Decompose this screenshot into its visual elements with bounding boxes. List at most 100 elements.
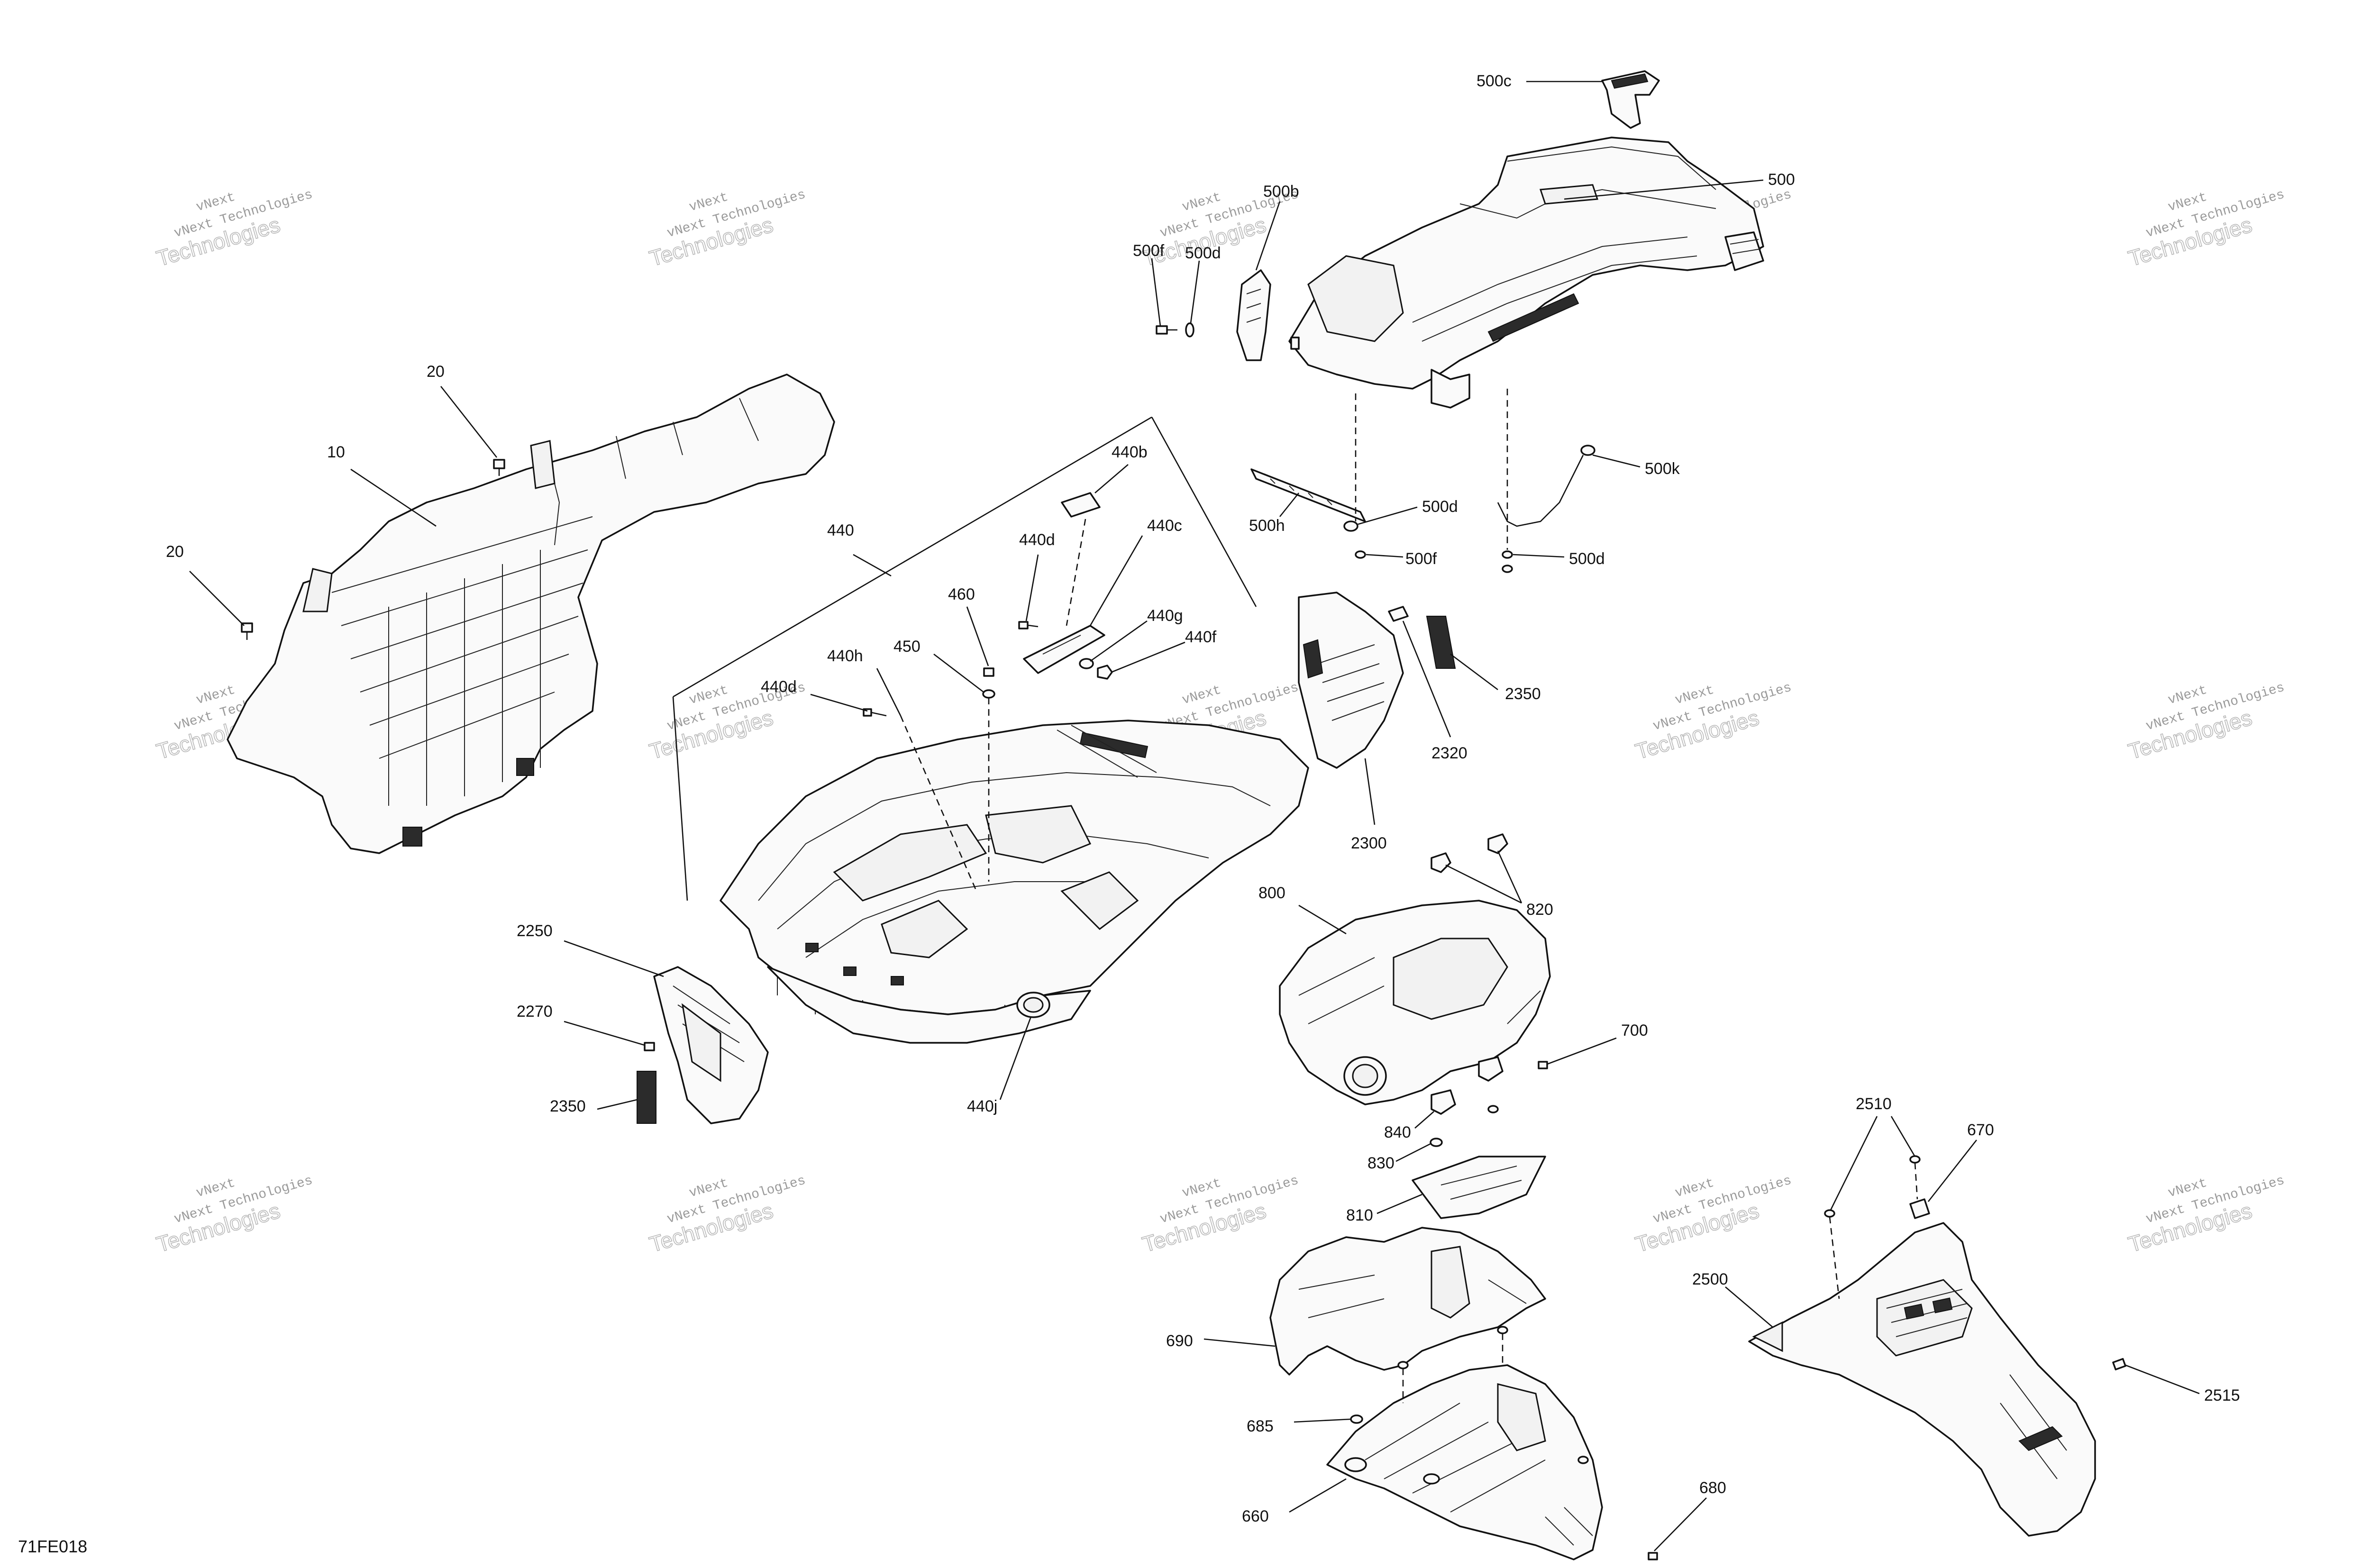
- watermark: vNext Technologies Technologies vNext: [2125, 680, 2286, 764]
- label-2270: 2270: [517, 1003, 553, 1021]
- part-console-800[interactable]: [1279, 900, 1551, 1105]
- screw-2510-a[interactable]: [1824, 1209, 1835, 1218]
- watermark: vNext Technologies Technologies vNext: [646, 1173, 807, 1257]
- screw-440d[interactable]: [1018, 621, 1039, 629]
- part-front-fascia[interactable]: [227, 374, 835, 854]
- leader-lines: [189, 81, 2200, 1551]
- label-2350-left: 2350: [550, 1097, 586, 1115]
- label-820: 820: [1526, 901, 1553, 919]
- screw-500f-mid[interactable]: [1355, 550, 1366, 559]
- washer-440g[interactable]: [1079, 658, 1094, 669]
- clip-2320[interactable]: [1388, 606, 1409, 622]
- label-460: 460: [948, 585, 975, 603]
- screw-680[interactable]: [1648, 1552, 1658, 1560]
- label-660: 660: [1242, 1507, 1269, 1525]
- screw-700[interactable]: [1538, 1061, 1548, 1069]
- label-2510: 2510: [1856, 1095, 1892, 1113]
- watermark: vNext Technologies Technologies vNext: [646, 187, 807, 271]
- label-500k: 500k: [1645, 460, 1680, 478]
- clip-670[interactable]: [1909, 1198, 1930, 1219]
- part-fender-liner-660[interactable]: [1326, 1364, 1603, 1560]
- label-450: 450: [893, 638, 921, 656]
- part-storage-bin[interactable]: [720, 720, 1309, 1044]
- label-2300: 2300: [1351, 834, 1387, 852]
- label-690: 690: [1166, 1332, 1193, 1350]
- nut-440f[interactable]: [1097, 665, 1113, 680]
- washer-500d-right[interactable]: [1502, 550, 1513, 573]
- label-670: 670: [1967, 1121, 1994, 1139]
- bolt-20-left[interactable]: [241, 622, 253, 640]
- plug-440j[interactable]: [1016, 992, 1050, 1018]
- watermark: vNext Technologies Technologies vNext: [2125, 1173, 2286, 1257]
- label-2320: 2320: [1431, 744, 1468, 762]
- callout-labels: 20 10 20 440 440b 440d 440c 460 440g 440…: [166, 72, 2240, 1525]
- fastener-685-b[interactable]: [1397, 1326, 1589, 1464]
- label-440: 440: [827, 521, 854, 539]
- screw-500f-top[interactable]: [1156, 325, 1177, 335]
- fastener-460[interactable]: [983, 667, 994, 677]
- washer-500d-top[interactable]: [1185, 322, 1194, 337]
- label-500c: 500c: [1477, 72, 1512, 90]
- clip-820-a[interactable]: [1431, 852, 1451, 873]
- watermark: vNext Technologies Technologies vNext: [1139, 1173, 1300, 1257]
- label-2350-right: 2350: [1505, 685, 1541, 703]
- screw-2270[interactable]: [644, 1042, 655, 1051]
- panel-810[interactable]: [1412, 1156, 1546, 1219]
- clip-820-b[interactable]: [1487, 833, 1508, 854]
- label-440f: 440f: [1185, 628, 1217, 646]
- clip-840-b[interactable]: [1478, 1056, 1504, 1082]
- screw-2510-b[interactable]: [1909, 1155, 1921, 1164]
- label-500b: 500b: [1263, 182, 1299, 201]
- label-2500: 2500: [1692, 1270, 1728, 1288]
- decal-2350-left[interactable]: [637, 1071, 656, 1124]
- label-440c: 440c: [1147, 517, 1182, 535]
- label-500f-top: 500f: [1133, 242, 1165, 260]
- fastener-685[interactable]: [1350, 1414, 1363, 1424]
- label-500: 500: [1768, 171, 1795, 189]
- label-680: 680: [1699, 1479, 1726, 1497]
- part-side-panel-2300[interactable]: [1298, 592, 1404, 769]
- decal-2350-right[interactable]: [1426, 616, 1456, 669]
- label-440d-left: 440d: [761, 678, 797, 696]
- strap-500h[interactable]: [1250, 468, 1366, 522]
- latch-500c[interactable]: [1601, 70, 1660, 129]
- screw-440d-left[interactable]: [863, 708, 887, 717]
- washer-500d-mid[interactable]: [1343, 520, 1358, 532]
- watermark: vNext Technologies Technologies vNext: [153, 1173, 314, 1257]
- label-810: 810: [1346, 1206, 1373, 1224]
- label-2250: 2250: [517, 922, 553, 940]
- label-440j: 440j: [967, 1097, 997, 1115]
- label-840: 840: [1384, 1123, 1411, 1141]
- watermark: vNext Technologies Technologies vNext: [153, 187, 314, 271]
- cable-500k[interactable]: [1497, 445, 1595, 527]
- part-upper-cover[interactable]: [1288, 137, 1764, 409]
- label-685: 685: [1247, 1417, 1274, 1435]
- label-20-left: 20: [166, 543, 184, 561]
- fastener-450[interactable]: [982, 689, 995, 699]
- bracket-440c[interactable]: [1023, 625, 1105, 674]
- bolt-20-top[interactable]: [493, 459, 505, 476]
- label-20-top: 20: [427, 363, 445, 381]
- pad-440b[interactable]: [1061, 492, 1101, 518]
- label-830: 830: [1367, 1154, 1395, 1172]
- label-500d-top: 500d: [1185, 244, 1221, 262]
- watermark: vNext Technologies Technologies vNext: [1632, 1173, 1793, 1257]
- label-700: 700: [1621, 1021, 1648, 1039]
- label-440d-top: 440d: [1019, 531, 1055, 549]
- label-500h: 500h: [1249, 517, 1285, 535]
- label-800: 800: [1258, 884, 1285, 902]
- part-inner-fender-690[interactable]: [1269, 1227, 1546, 1376]
- watermark: vNext Technologies Technologies vNext: [2125, 187, 2286, 271]
- label-440b: 440b: [1112, 443, 1148, 461]
- label-500f-mid: 500f: [1405, 550, 1437, 568]
- washer-830[interactable]: [1430, 1105, 1499, 1147]
- diagram-code: 71FE018: [18, 1537, 87, 1556]
- part-side-panel-2250[interactable]: [653, 966, 769, 1124]
- label-500d-right: 500d: [1569, 550, 1605, 568]
- part-rear-body-2500[interactable]: [1748, 1222, 2096, 1537]
- screw-2515[interactable]: [2112, 1358, 2126, 1371]
- clip-840[interactable]: [1431, 1089, 1456, 1115]
- hinge-500b[interactable]: [1236, 269, 1271, 361]
- watermark: vNext Technologies Technologies vNext: [1632, 680, 1793, 764]
